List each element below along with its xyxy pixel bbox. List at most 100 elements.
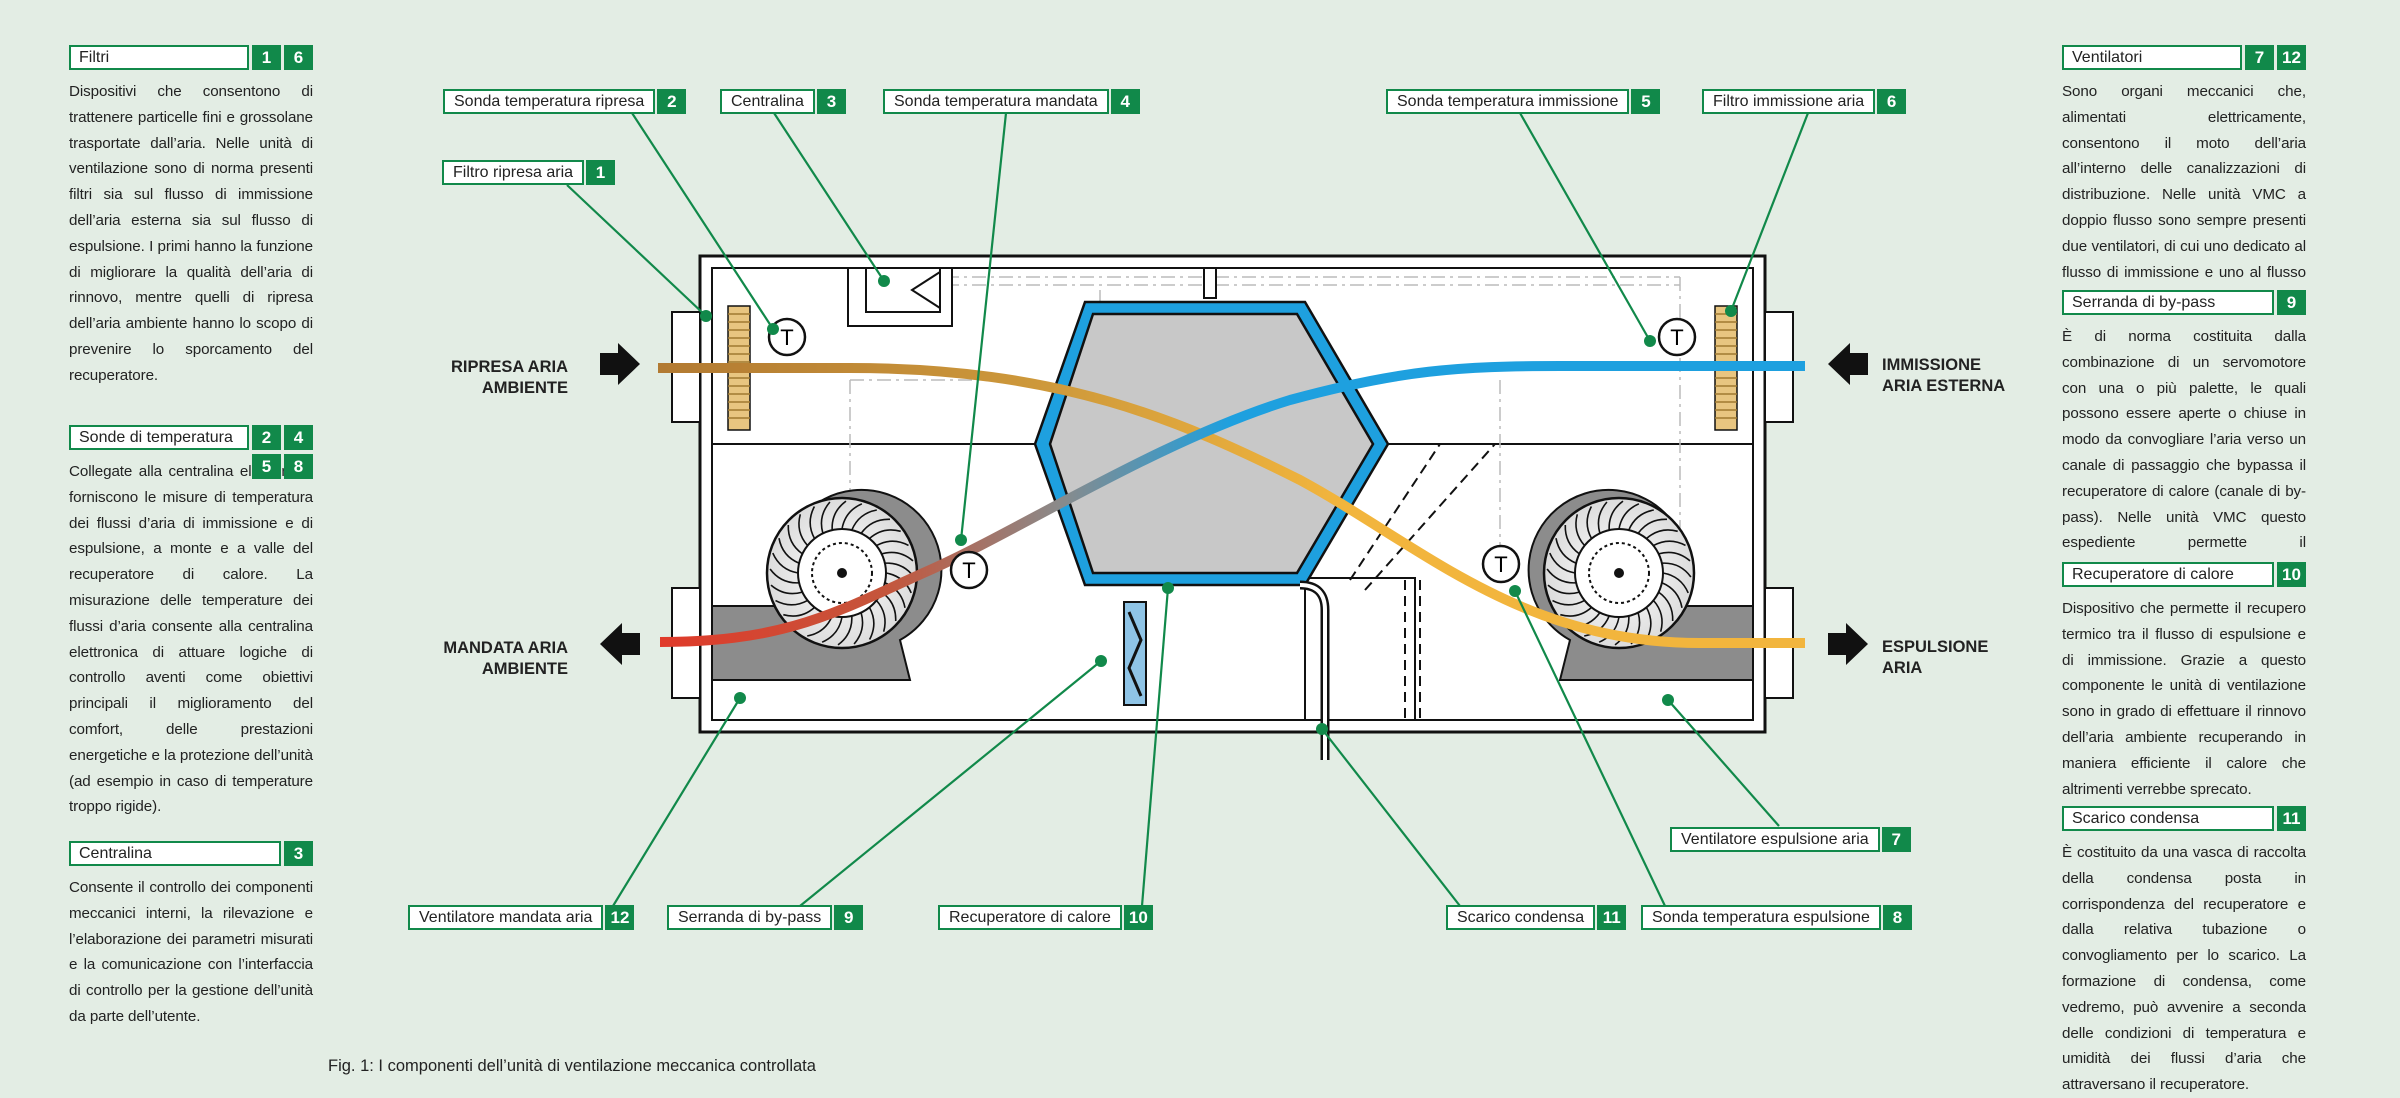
- label-vent-espulsione: Ventilatore espulsione aria 7: [1670, 827, 1911, 852]
- fan-housings: [711, 488, 1754, 681]
- section-number: 7: [2245, 45, 2274, 70]
- arrow-out-icon: [1828, 623, 1868, 665]
- temperature-probe-icon: T: [1657, 317, 1697, 357]
- svg-text:T: T: [1494, 552, 1507, 577]
- controller-icon: [847, 267, 953, 327]
- bypass-damper: [1123, 601, 1147, 706]
- section-text: Consente il controllo dei componenti mec…: [69, 879, 313, 1025]
- section-text: È costituito da una vasca di raccolta de…: [2062, 844, 2306, 1094]
- section-title: Ventilatori: [2062, 45, 2242, 70]
- filter-icon: [1714, 305, 1738, 431]
- section-text: Sono organi meccanici che, alimentati el…: [2062, 83, 2306, 306]
- fan-icon: [765, 496, 919, 650]
- section-number: 6: [284, 45, 313, 70]
- side-label-espulsione: ESPULSIONE ARIA: [1882, 637, 1988, 679]
- section-number: 2: [252, 425, 281, 450]
- section-number: 10: [2277, 562, 2306, 587]
- section-numbers-extra: 5 8: [249, 454, 313, 479]
- side-label-line: ARIA ESTERNA: [1882, 377, 2006, 395]
- section-title: Centralina: [69, 841, 281, 866]
- label-sonda-ripresa: Sonda temperatura ripresa 2: [443, 89, 687, 114]
- leader-dots: [700, 275, 1737, 735]
- right-column: Ventilatori 7 12 Sono organi meccanici c…: [2062, 45, 2306, 1093]
- arrow-in-icon: [1828, 343, 1868, 385]
- label-number: 2: [657, 89, 687, 114]
- section-number: 9: [2277, 290, 2306, 315]
- section-header: Centralina 3: [69, 841, 313, 866]
- label-number: 12: [605, 905, 635, 930]
- label-text: Sonda temperatura mandata: [883, 89, 1109, 114]
- section-number: 8: [284, 454, 313, 479]
- label-number: 7: [1881, 827, 1911, 852]
- side-label-ripresa: RIPRESA ARIA AMBIENTE: [440, 357, 568, 399]
- figure-caption: Fig. 1: I componenti dell’unità di venti…: [328, 1057, 816, 1075]
- section-header: Scarico condensa 11: [2062, 806, 2306, 831]
- section-header: Sonde di temperatura 2 4: [69, 425, 313, 450]
- label-text: Centralina: [720, 89, 815, 114]
- side-label-line: ARIA: [1882, 659, 1923, 677]
- section-text: Dispositivi che consentono di trattenere…: [69, 83, 313, 384]
- label-text: Sonda temperatura espulsione: [1641, 905, 1881, 930]
- flow-ripresa-espulsione: [658, 363, 1805, 648]
- section-scarico: Scarico condensa 11 È costituito da una …: [2062, 806, 2306, 1098]
- section-text: È di norma costituita dalla combinazione…: [2062, 328, 2306, 577]
- section-header: Ventilatori 7 12: [2062, 45, 2306, 70]
- label-sonda-espulsione: Sonda temperatura espulsione 8: [1641, 905, 1912, 930]
- label-text: Recuperatore di calore: [938, 905, 1122, 930]
- label-sonda-immissione: Sonda temperatura immissione 5: [1386, 89, 1661, 114]
- section-recuperatore: Recuperatore di calore 10 Dispositivo ch…: [2062, 562, 2306, 802]
- label-text: Ventilatore espulsione aria: [1670, 827, 1880, 852]
- section-filtri: Filtri 1 6 Dispositivi che consentono di…: [69, 45, 313, 389]
- section-title: Scarico condensa: [2062, 806, 2274, 831]
- label-text: Sonda temperatura ripresa: [443, 89, 656, 114]
- label-number: 5: [1631, 89, 1661, 114]
- left-column: Filtri 1 6 Dispositivi che consentono di…: [69, 45, 313, 1025]
- label-centralina: Centralina 3: [720, 89, 846, 114]
- section-number: 3: [284, 841, 313, 866]
- temperature-probe-icon: T: [1481, 544, 1521, 584]
- hexagon-exchanger-icon: [1033, 300, 1390, 587]
- label-text: Filtro ripresa aria: [442, 160, 585, 185]
- label-vent-mandata: Ventilatore mandata aria 12: [408, 905, 635, 930]
- label-number: 6: [1877, 89, 1907, 114]
- section-number: 12: [2277, 45, 2306, 70]
- side-label-line: IMMISSIONE: [1882, 356, 1982, 374]
- leader-lines: [566, 112, 1810, 907]
- label-filtro-immissione: Filtro immissione aria 6: [1702, 89, 1907, 114]
- section-serranda: Serranda di by-pass 9 È di norma costitu…: [2062, 290, 2306, 582]
- label-number: 9: [834, 905, 864, 930]
- arrow-out-icon: [600, 623, 640, 665]
- fan-icon: [1542, 496, 1696, 650]
- condensate-pipe: [1299, 580, 1330, 760]
- section-title: Recuperatore di calore: [2062, 562, 2274, 587]
- label-text: Ventilatore mandata aria: [408, 905, 604, 930]
- label-number: 4: [1110, 89, 1140, 114]
- side-label-line: ESPULSIONE: [1882, 638, 1989, 656]
- section-centralina: Centralina 3 Consente il controllo dei c…: [69, 841, 313, 1030]
- label-text: Filtro immissione aria: [1702, 89, 1876, 114]
- section-ventilatori: Ventilatori 7 12 Sono organi meccanici c…: [2062, 45, 2306, 311]
- section-title: Filtri: [69, 45, 249, 70]
- side-label-line: MANDATA ARIA: [443, 639, 568, 657]
- label-number: 10: [1123, 905, 1153, 930]
- filter-icon: [727, 305, 751, 431]
- section-number: 4: [284, 425, 313, 450]
- temperature-probe-icon: T: [949, 550, 989, 590]
- side-label-line: RIPRESA ARIA: [450, 358, 568, 376]
- label-number: 3: [816, 89, 846, 114]
- label-text: Scarico condensa: [1446, 905, 1596, 930]
- section-number: 1: [252, 45, 281, 70]
- section-title: Sonde di temperatura: [69, 425, 249, 450]
- label-filtro-ripresa: Filtro ripresa aria 1: [442, 160, 616, 185]
- arrow-in-icon: [600, 343, 640, 385]
- label-scarico: Scarico condensa 11: [1446, 905, 1627, 930]
- flow-immissione-mandata: [659, 361, 1805, 647]
- section-number: 5: [252, 454, 281, 479]
- section-header: Recuperatore di calore 10: [2062, 562, 2306, 587]
- label-text: Sonda temperatura immissione: [1386, 89, 1630, 114]
- svg-text:T: T: [1670, 325, 1683, 350]
- section-header: Serranda di by-pass 9: [2062, 290, 2306, 315]
- side-label-line: AMBIENTE: [481, 379, 568, 397]
- label-number: 11: [1597, 905, 1627, 930]
